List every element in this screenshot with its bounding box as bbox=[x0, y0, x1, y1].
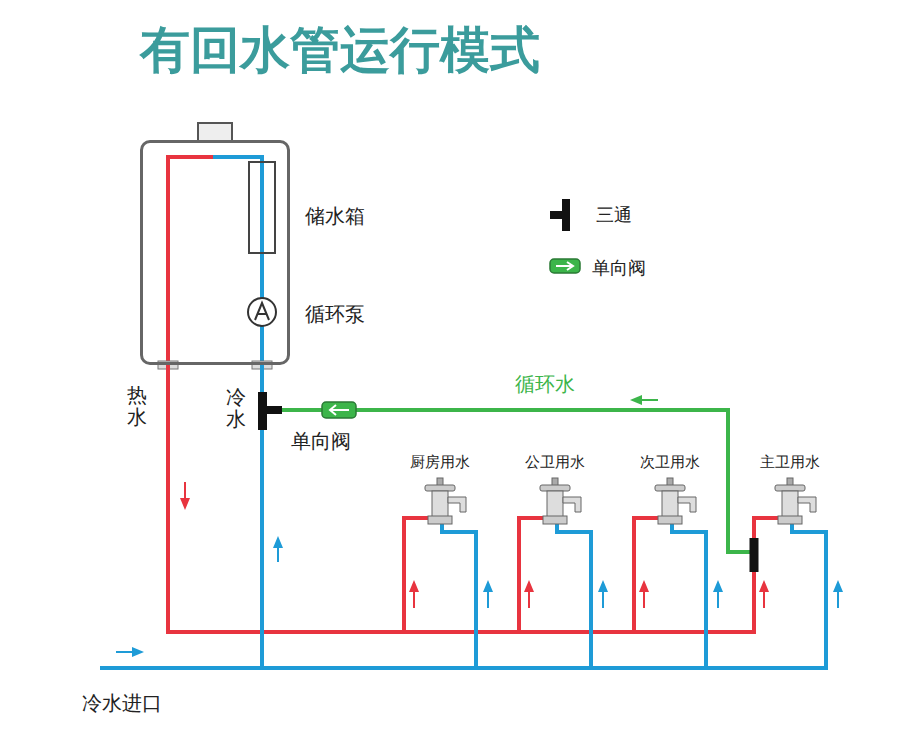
legend-tee-symbol bbox=[550, 211, 562, 219]
faucet-outlet: 次卫用水 bbox=[638, 452, 702, 540]
faucet-outlet: 主卫用水 bbox=[758, 452, 822, 540]
check-valve bbox=[322, 402, 356, 418]
faucet-outlet: 公卫用水 bbox=[523, 452, 587, 540]
pipe-label: 冷水 bbox=[226, 386, 246, 430]
faucet-icon bbox=[756, 478, 824, 532]
pipe-label: 热水 bbox=[127, 384, 147, 428]
legend-entry: 三通 bbox=[596, 203, 632, 227]
hot-water-pipe bbox=[168, 365, 408, 632]
component-label: 储水箱 bbox=[305, 203, 365, 230]
legend-entry: 单向阀 bbox=[592, 256, 646, 280]
cold-inlet-pipe bbox=[100, 666, 264, 670]
cold-water-pipe bbox=[262, 365, 826, 668]
faucet-icon bbox=[636, 478, 704, 532]
faucet-icon bbox=[406, 478, 474, 532]
flow-arrow bbox=[640, 399, 658, 401]
label-anchor: 热水 bbox=[127, 384, 147, 428]
flow-arrow bbox=[630, 395, 642, 405]
label-anchor: 冷水进口 bbox=[82, 690, 162, 717]
legend-tee-symbol bbox=[562, 199, 570, 231]
hot-water-pipe bbox=[168, 365, 758, 632]
diagram-title-anchor: 有回水管运行模式 bbox=[140, 20, 540, 80]
tee-symbol bbox=[750, 538, 759, 572]
label-anchor: 冷水 bbox=[226, 386, 246, 430]
loop-water-pipe bbox=[282, 410, 750, 552]
outlet-label: 厨房用水 bbox=[408, 452, 472, 472]
circulation-pump bbox=[248, 298, 276, 326]
flow-arrow bbox=[277, 546, 279, 562]
pump-symbol bbox=[255, 303, 269, 320]
diagram-title: 有回水管运行模式 bbox=[140, 20, 540, 80]
edge-label: 循环水 bbox=[515, 371, 575, 398]
faucet-outlet: 厨房用水 bbox=[408, 452, 472, 540]
flow-arrow bbox=[180, 498, 190, 510]
outlet-label: 公卫用水 bbox=[523, 452, 587, 472]
tee-symbol bbox=[267, 406, 282, 414]
hot-water-pipe bbox=[168, 365, 523, 632]
water-heater-box: 储水箱循环泵 bbox=[140, 140, 290, 365]
label-anchor: 单向阀 bbox=[291, 428, 351, 455]
flow-arrow bbox=[132, 647, 144, 657]
legend-valve-arrow bbox=[556, 262, 573, 270]
tee-symbol bbox=[258, 392, 267, 430]
hot-water-pipe bbox=[168, 365, 638, 632]
component-label: 循环泵 bbox=[305, 301, 365, 328]
flow-arrow bbox=[414, 590, 764, 608]
pipe-label: 单向阀 bbox=[291, 428, 351, 455]
check-valve-arrow bbox=[330, 405, 349, 415]
flow-arrow bbox=[488, 590, 838, 608]
internal-cold-pipe bbox=[213, 157, 262, 365]
flow-arrow bbox=[273, 536, 283, 548]
component-label-anchor: 循环泵 bbox=[305, 301, 365, 328]
legend-valve-symbol bbox=[550, 259, 580, 273]
faucet-icon bbox=[521, 478, 589, 532]
outlet-label: 主卫用水 bbox=[758, 452, 822, 472]
edge-label-anchor: 循环水 bbox=[515, 371, 575, 398]
storage-tank bbox=[249, 162, 275, 253]
internal-hot-pipe bbox=[168, 157, 213, 365]
legend-text: 单向阀 bbox=[592, 256, 646, 280]
flow-arrow bbox=[116, 651, 134, 653]
flow-arrow bbox=[483, 580, 843, 592]
legend-text: 三通 bbox=[596, 203, 632, 227]
outlet-label: 次卫用水 bbox=[638, 452, 702, 472]
component-label-anchor: 储水箱 bbox=[305, 203, 365, 230]
flue-outlet bbox=[198, 123, 232, 141]
flow-arrow bbox=[184, 482, 186, 500]
pipe-label: 冷水进口 bbox=[82, 690, 162, 717]
